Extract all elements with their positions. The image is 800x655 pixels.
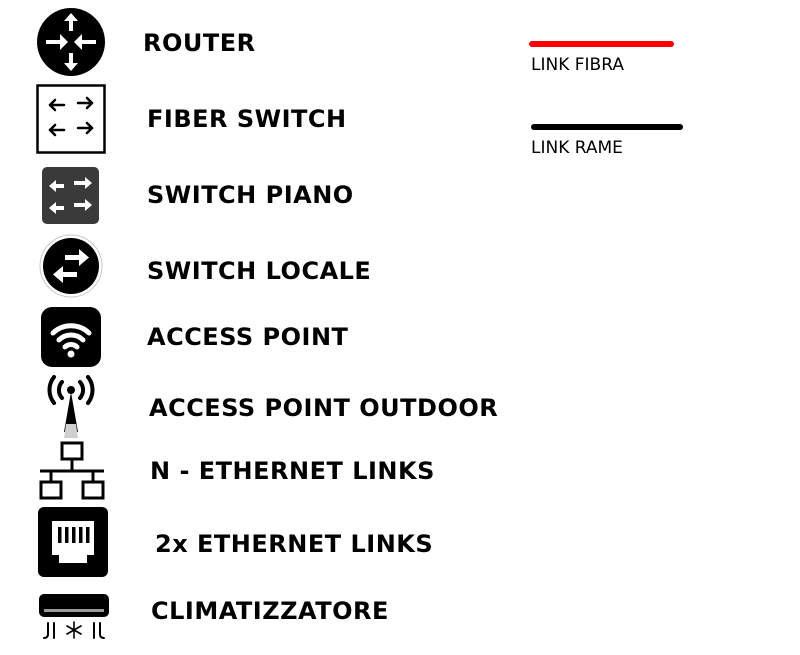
ethernet-port-icon [38,507,108,577]
wifi-icon [41,307,101,367]
legend-label-2x-ethernet-links: 2x ETHERNET LINKS [155,530,434,558]
legend-item-router: ROUTER [0,5,520,76]
legend-label-access-point-outdoor: ACCESS POINT OUTDOOR [149,394,499,422]
local-switch-icon [39,234,103,298]
copper-link-label: LINK RAME [531,138,623,158]
router-icon [37,8,105,76]
legend-label-climatizzatore: CLIMATIZZATORE [151,597,389,625]
legend-item-n-ethernet-links: N - ETHERNET LINKS [0,440,520,510]
fiber-link-label: LINK FIBRA [531,55,624,75]
legend-item-access-point-outdoor: ACCESS POINT OUTDOOR [0,372,520,442]
air-conditioner-icon [39,594,109,639]
network-tree-icon [39,441,105,500]
legend-label-n-ethernet-links: N - ETHERNET LINKS [150,457,435,485]
legend-item-switch-locale: SWITCH LOCALE [0,232,520,302]
floor-switch-icon [42,167,99,224]
outdoor-antenna-icon [47,375,95,438]
legend-label-fiber-switch: FIBER SWITCH [147,105,347,133]
legend-label-router: ROUTER [143,29,256,57]
fiber-link-line [529,41,674,47]
legend-item-climatizzatore: CLIMATIZZATORE [0,585,520,655]
legend-label-switch-locale: SWITCH LOCALE [147,257,372,285]
fiber-switch-icon [36,84,106,154]
legend-label-access-point: ACCESS POINT [147,323,349,351]
copper-link-line [531,124,683,130]
legend-item-switch-piano: SWITCH PIANO [0,166,520,236]
legend-label-switch-piano: SWITCH PIANO [147,181,354,209]
legend-item-fiber-switch: FIBER SWITCH [0,84,520,154]
legend-item-access-point: ACCESS POINT [0,305,520,375]
legend-item-2x-ethernet-links: 2x ETHERNET LINKS [0,507,520,577]
